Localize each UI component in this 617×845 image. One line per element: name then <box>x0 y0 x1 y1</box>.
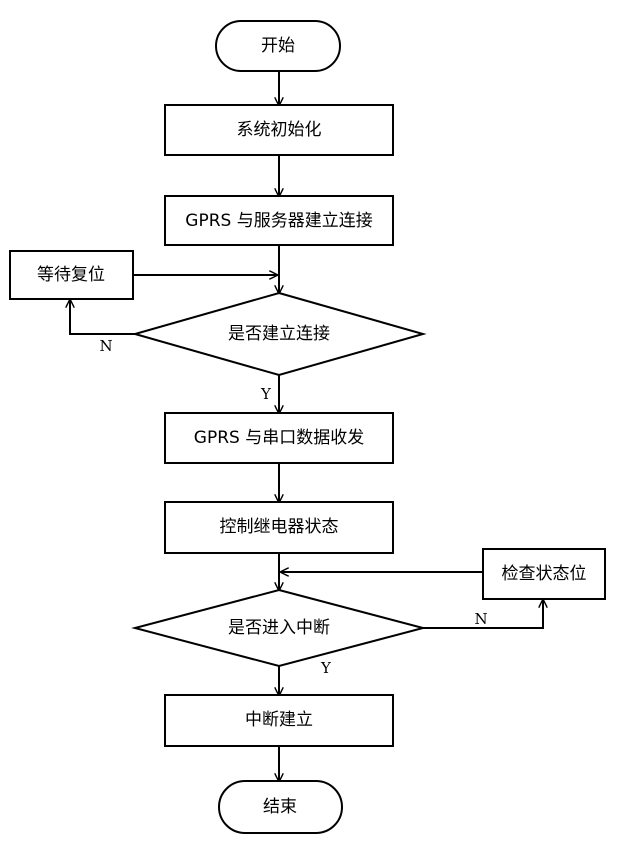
connector-decision1-no <box>70 300 135 335</box>
branch-label-no-interrupt: N <box>474 610 487 628</box>
gprs-connect-process <box>164 195 394 246</box>
end-terminal <box>218 780 343 834</box>
interrupt-decision <box>131 588 427 668</box>
connection-decision <box>131 291 427 377</box>
wait-reset-process <box>9 250 134 300</box>
interrupt-established-label: 中断建立 <box>245 710 313 730</box>
start-terminal <box>215 20 341 72</box>
interrupt-established-process <box>164 694 394 747</box>
init-label: 系统初始化 <box>237 120 322 140</box>
connection-decision-label: 是否建立连接 <box>228 324 330 344</box>
control-relay-process <box>164 501 394 554</box>
end-label: 结束 <box>263 797 297 817</box>
branch-label-no-connection: N <box>99 337 112 355</box>
gprs-serial-label: GPRS 与串口数据收发 <box>194 428 364 448</box>
check-status-process <box>482 548 606 600</box>
connector-decision2-no <box>423 600 543 629</box>
init-process <box>164 104 394 156</box>
gprs-serial-process <box>164 412 394 464</box>
branch-label-yes-interrupt: Y <box>320 659 332 677</box>
check-status-label: 检查状态位 <box>502 564 587 584</box>
start-label: 开始 <box>261 36 295 56</box>
gprs-connect-label: GPRS 与服务器建立连接 <box>185 211 372 231</box>
interrupt-decision-label: 是否进入中断 <box>228 618 330 638</box>
wait-reset-label: 等待复位 <box>37 265 105 285</box>
control-relay-label: 控制继电器状态 <box>220 517 339 537</box>
branch-label-yes-connection: Y <box>260 385 272 403</box>
